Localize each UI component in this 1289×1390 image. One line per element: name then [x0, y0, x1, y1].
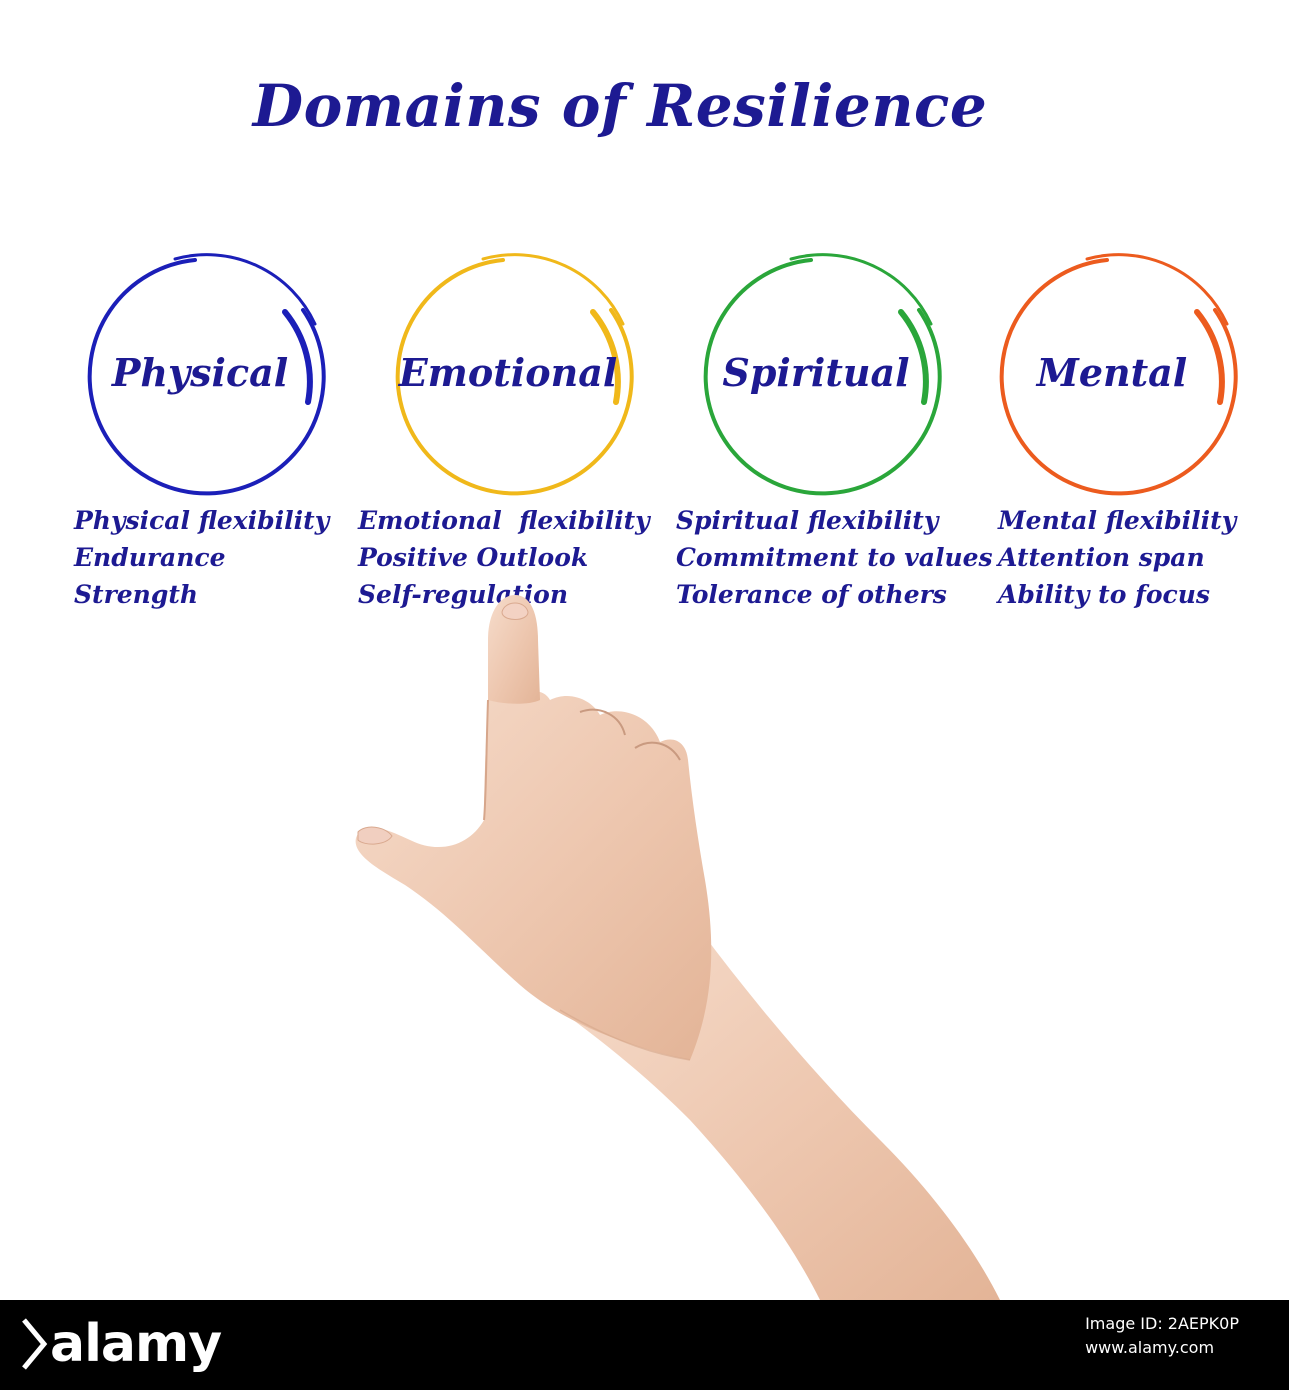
- domain-name-physical: Physical: [111, 350, 289, 395]
- domain-physical: Physical Physical flexibility Endurance …: [70, 252, 400, 622]
- pointing-hand-image: [355, 595, 1000, 1300]
- trait-list-spiritual: Spiritual flexibility Commitment to valu…: [676, 502, 993, 613]
- trait-item: Mental flexibility: [998, 506, 1237, 535]
- trait-item: Tolerance of others: [676, 580, 947, 609]
- trait-list-physical: Physical flexibility Endurance Strength: [74, 502, 329, 613]
- trait-item: Physical flexibility: [74, 506, 330, 535]
- domain-name-spiritual: Spiritual: [722, 350, 910, 395]
- emotional-ring: [395, 253, 634, 496]
- trait-list-mental: Mental flexibility Attention span Abilit…: [998, 502, 1236, 613]
- trait-item: Endurance: [74, 543, 226, 572]
- trait-item: Self-regulation: [358, 580, 569, 609]
- trait-item: Ability to focus: [998, 580, 1210, 609]
- brand-logo: alamy: [50, 1314, 222, 1374]
- diagram-title: Domains of Resilience: [252, 72, 988, 140]
- alamy-logo-icon: [22, 1318, 48, 1370]
- trait-item: Positive Outlook: [358, 543, 589, 572]
- image-id: Image ID: 2AEPK0P: [1085, 1314, 1239, 1333]
- trait-item: Commitment to values: [676, 543, 993, 572]
- spiritual-ring: [703, 253, 942, 496]
- footer-info: Image ID: 2AEPK0P www.alamy.com: [1085, 1312, 1239, 1360]
- domain-name-emotional: Emotional: [398, 350, 618, 395]
- trait-list-emotional: Emotional flexibility Positive Outlook S…: [358, 502, 650, 613]
- watermark-footer: alamy Image ID: 2AEPK0P www.alamy.com: [0, 1300, 1289, 1390]
- physical-ring: [87, 253, 326, 496]
- domain-spiritual: Spiritual Spiritual flexibility Commitme…: [676, 252, 1016, 622]
- trait-item: Emotional flexibility: [358, 506, 650, 535]
- trait-item: Strength: [74, 580, 199, 609]
- trait-item: Spiritual flexibility: [676, 506, 939, 535]
- domain-emotional: Emotional Emotional flexibility Positive…: [358, 252, 708, 622]
- mental-ring: [999, 253, 1238, 496]
- domain-mental: Mental Mental flexibility Attention span…: [982, 252, 1289, 622]
- trait-item: Attention span: [998, 543, 1205, 572]
- domain-name-mental: Mental: [1036, 350, 1188, 395]
- site-url: www.alamy.com: [1085, 1338, 1215, 1357]
